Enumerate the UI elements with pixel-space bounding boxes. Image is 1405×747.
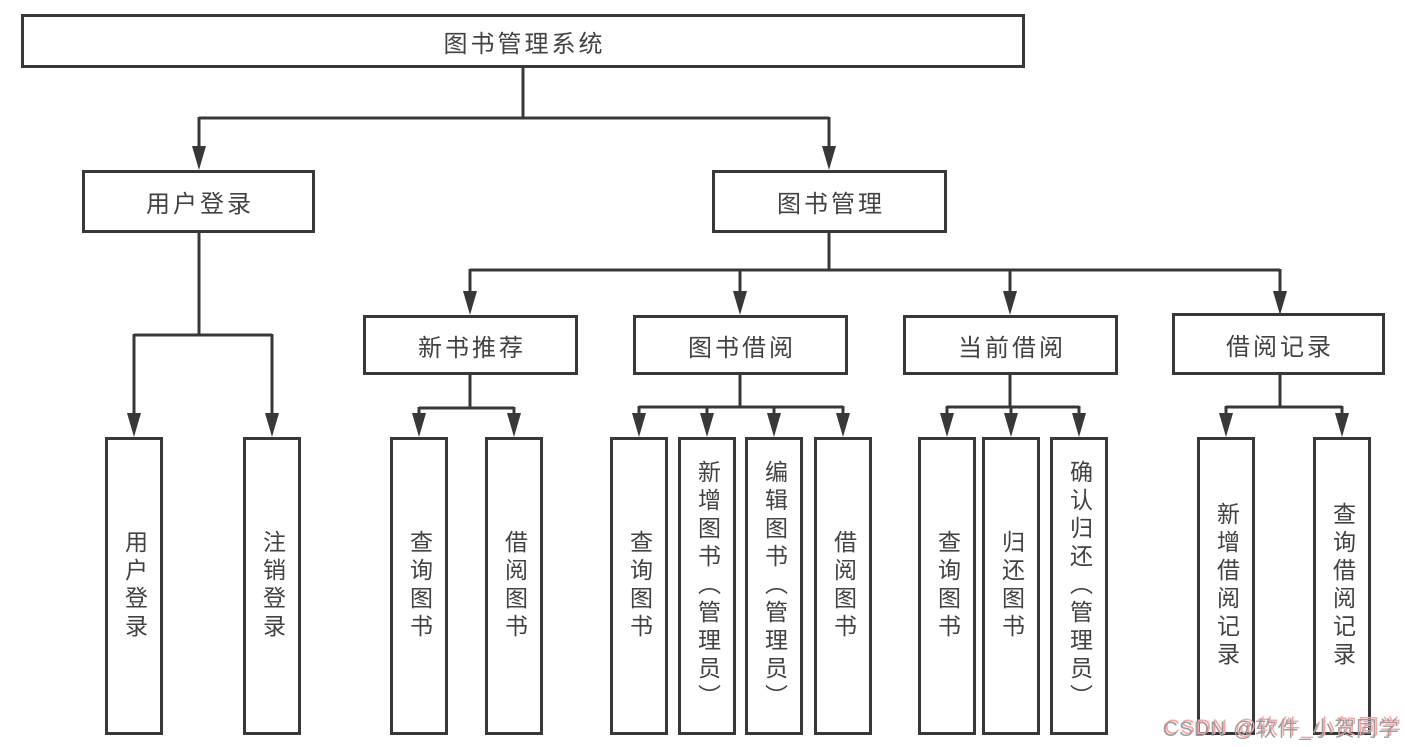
leaf-query-books-a-label: 查询图书 — [406, 530, 433, 642]
leaf-query-books-a: 查询图书 — [390, 437, 448, 735]
leaf-query-borrow-record-label: 查询借阅记录 — [1329, 502, 1356, 670]
leaf-confirm-return-admin: 确认归还（管理员） — [1050, 437, 1108, 735]
leaf-query-borrow-record: 查询借阅记录 — [1313, 437, 1371, 735]
node-user-login: 用户登录 — [82, 170, 315, 233]
csdn-watermark: CSDN @软件_小贺同学 — [1162, 718, 1400, 741]
leaf-user-login-label: 用户登录 — [121, 530, 148, 642]
leaf-logout-label: 注销登录 — [259, 530, 286, 642]
leaf-add-book-admin-label: 新增图书（管理员） — [694, 460, 721, 712]
node-new-book-rec: 新书推荐 — [363, 315, 578, 375]
leaf-borrow-books-a: 借阅图书 — [485, 437, 543, 735]
leaf-query-books-b: 查询图书 — [610, 437, 668, 735]
leaf-edit-book-admin-label: 编辑图书（管理员） — [761, 460, 788, 712]
leaf-borrow-books-b: 借阅图书 — [814, 437, 872, 735]
leaf-add-book-admin: 新增图书（管理员） — [678, 437, 736, 735]
leaf-query-books-c: 查询图书 — [918, 437, 976, 735]
node-book-mgmt: 图书管理 — [712, 170, 947, 233]
leaf-user-login: 用户登录 — [105, 437, 163, 735]
leaf-query-books-c-label: 查询图书 — [934, 530, 961, 642]
leaf-borrow-books-a-label: 借阅图书 — [501, 530, 528, 642]
leaf-return-book: 归还图书 — [982, 437, 1040, 735]
leaf-query-books-b-label: 查询图书 — [626, 530, 653, 642]
leaf-add-borrow-record: 新增借阅记录 — [1197, 437, 1255, 735]
leaf-return-book-label: 归还图书 — [998, 530, 1025, 642]
leaf-logout: 注销登录 — [243, 437, 301, 735]
node-borrow-records: 借阅记录 — [1172, 313, 1385, 375]
leaf-confirm-return-admin-label: 确认归还（管理员） — [1066, 460, 1093, 712]
node-root: 图书管理系统 — [21, 14, 1025, 68]
leaf-borrow-books-b-label: 借阅图书 — [830, 530, 857, 642]
node-current-borrow: 当前借阅 — [903, 315, 1118, 375]
arrowheads — [127, 146, 1349, 437]
node-book-borrow: 图书借阅 — [633, 315, 848, 375]
leaf-add-borrow-record-label: 新增借阅记录 — [1213, 502, 1240, 670]
leaf-edit-book-admin: 编辑图书（管理员） — [745, 437, 803, 735]
